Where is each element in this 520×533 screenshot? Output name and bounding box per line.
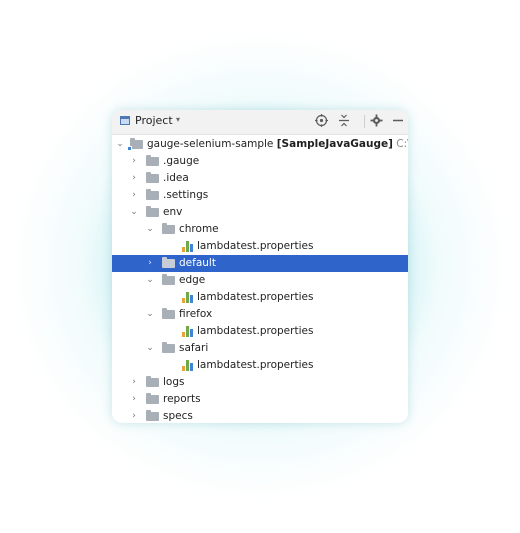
properties-file-icon [182,241,193,252]
chevron-down-icon[interactable]: ⌄ [146,309,154,319]
tree-item-label: .gauge [163,155,200,167]
tree-item-specs[interactable]: › specs [112,408,408,423]
tree-item-label: lambdatest.properties [197,291,314,303]
header-separator [364,115,365,128]
properties-file-icon [182,326,193,337]
crosshair-icon[interactable] [315,113,328,127]
tree-root-row[interactable]: ⌄ gauge-selenium-sample [SampleJavaGauge… [112,136,408,153]
tree-item-firefox[interactable]: ⌄ firefox [112,306,408,323]
chevron-right-icon[interactable]: › [132,156,136,166]
folder-icon [162,342,175,353]
tree-item-safari[interactable]: ⌄ safari [112,340,408,357]
tree-item-firefox-properties[interactable]: lambdatest.properties [112,323,408,340]
tree-item-edge-properties[interactable]: lambdatest.properties [112,289,408,306]
root-path: C:\Users\Le [396,138,408,150]
tree-item-chrome-properties[interactable]: lambdatest.properties [112,238,408,255]
chevron-down-icon[interactable]: ⌄ [146,224,154,234]
root-module-name: [SampleJavaGauge] [276,138,393,150]
tree-item-label: .idea [163,172,189,184]
folder-icon [162,223,175,234]
tree-item-logs[interactable]: › logs [112,374,408,391]
tree-item-label: edge [179,274,206,286]
chevron-down-icon[interactable]: ⌄ [146,275,154,285]
tree-item-label: lambdatest.properties [197,359,314,371]
properties-file-icon [182,360,193,371]
tree-item-label: lambdatest.properties [197,325,314,337]
chevron-down-icon[interactable]: ⌄ [116,139,124,149]
tree-item-idea[interactable]: › .idea [112,170,408,187]
folder-icon [146,410,159,421]
tree-item-edge[interactable]: ⌄ edge [112,272,408,289]
tree-item-settings[interactable]: › .settings [112,187,408,204]
project-window-icon [120,116,130,125]
root-project-name: gauge-selenium-sample [147,138,274,150]
chevron-right-icon[interactable]: › [132,411,136,421]
minimize-icon[interactable] [392,113,404,127]
tree-item-label: specs [163,410,193,422]
chevron-down-icon[interactable]: ⌄ [146,343,154,353]
module-folder-icon [127,138,143,151]
tree-item-label: reports [163,393,201,405]
folder-icon [146,206,159,217]
project-view-selector[interactable]: Project [135,114,173,127]
folder-icon [162,308,175,319]
folder-icon [146,393,159,404]
properties-file-icon [182,292,193,303]
tree-item-label: chrome [179,223,219,235]
chevron-right-icon[interactable]: › [132,377,136,387]
tree-item-label: logs [163,376,185,388]
folder-icon [146,189,159,200]
folder-icon [162,257,175,268]
project-tool-window: Project ▾ [112,110,408,423]
project-header: Project ▾ [112,110,408,135]
chevron-right-icon[interactable]: › [132,190,136,200]
tree-item-label: safari [179,342,209,354]
gear-icon[interactable] [370,113,383,127]
chevron-right-icon[interactable]: › [132,394,136,404]
tree-item-label: firefox [179,308,213,320]
folder-icon [146,172,159,183]
tree-item-label: .settings [163,189,209,201]
folder-icon [146,376,159,387]
tree-item-chrome[interactable]: ⌄ chrome [112,221,408,238]
tree-item-safari-properties[interactable]: lambdatest.properties [112,357,408,374]
collapse-all-icon[interactable] [338,113,350,127]
tree-item-env[interactable]: ⌄ env [112,204,408,221]
tree-item-reports[interactable]: › reports [112,391,408,408]
tree-item-label: default [179,257,216,269]
tree-item-label: lambdatest.properties [197,240,314,252]
chevron-right-icon[interactable]: › [148,258,152,268]
chevron-right-icon[interactable]: › [132,173,136,183]
chevron-down-icon[interactable]: ⌄ [130,207,138,217]
tree-item-label: env [163,206,183,218]
folder-icon [146,155,159,166]
tree-item-gauge[interactable]: › .gauge [112,153,408,170]
tree-item-default[interactable]: › default [112,255,408,272]
folder-icon [162,274,175,285]
chevron-down-icon[interactable]: ▾ [176,115,181,124]
